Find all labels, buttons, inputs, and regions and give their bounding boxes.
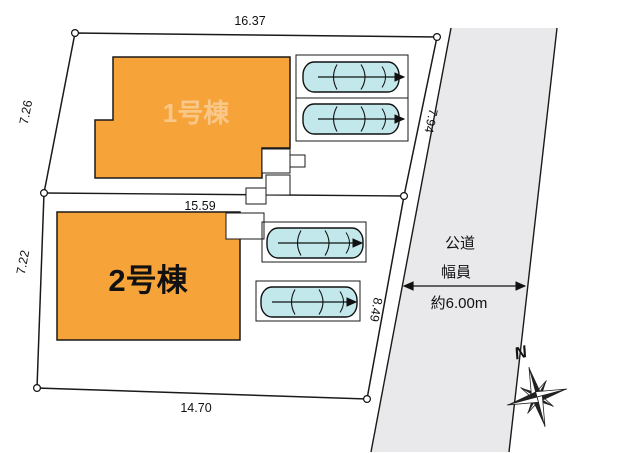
survey-point — [70, 29, 79, 38]
survey-point — [39, 189, 48, 198]
parking-stall-3 — [261, 221, 367, 263]
survey-point — [433, 32, 442, 41]
dimension-top: 16.37 — [234, 14, 265, 28]
survey-point — [32, 384, 41, 393]
entrance-steps-1b — [265, 174, 291, 196]
building-1-label: 1号棟 — [163, 98, 230, 128]
road-right-edge — [508, 27, 558, 453]
dimension-left-lower: 7.22 — [14, 249, 32, 276]
road-name-label: 公道 — [445, 235, 475, 252]
entrance-steps-1c — [289, 154, 306, 168]
lot-divider-line — [43, 192, 405, 197]
survey-point — [400, 192, 409, 201]
building-2 — [56, 211, 241, 341]
building-1 — [94, 56, 291, 179]
road-width-label: 幅員 — [441, 264, 471, 281]
entrance-steps-1d — [245, 187, 267, 205]
entrance-steps-1 — [261, 148, 291, 174]
dimension-right-upper: 7.94 — [422, 107, 441, 134]
north-label: N — [512, 342, 529, 364]
road-left-edge — [370, 27, 452, 453]
survey-point — [363, 395, 372, 404]
road-width-value: 約6.00m — [431, 295, 488, 312]
building-2-label: 2号棟 — [108, 263, 188, 298]
dimension-middle: 15.59 — [184, 199, 215, 213]
parking-stall-2 — [295, 97, 409, 142]
dimension-bottom: 14.70 — [180, 401, 211, 415]
dimension-right-lower: 8.49 — [367, 296, 385, 322]
parking-stall-4 — [255, 280, 361, 322]
dimension-left-upper: 7.26 — [17, 99, 35, 126]
entrance-steps-2 — [225, 212, 265, 240]
road-area — [371, 28, 557, 452]
compass-rose — [506, 366, 568, 428]
